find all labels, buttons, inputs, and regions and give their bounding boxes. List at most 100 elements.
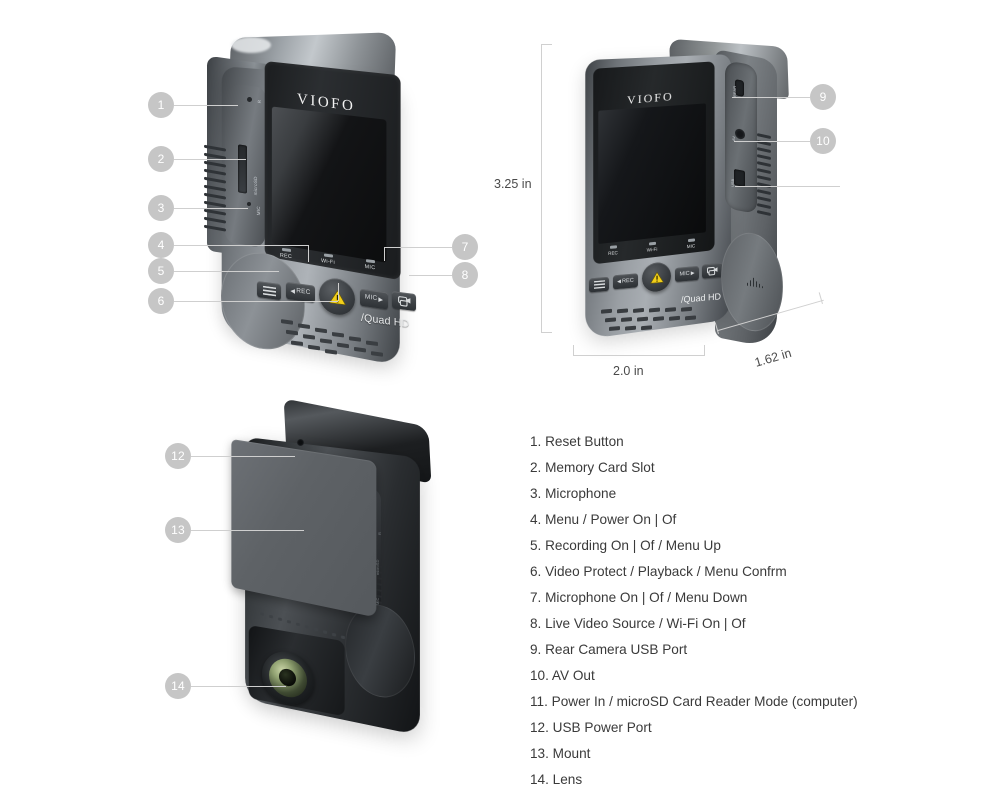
mic-label-side: MIC <box>679 270 690 278</box>
leader-line-7-drop <box>384 247 385 261</box>
led-dot-wifi-side <box>648 241 656 246</box>
legend-item: 11. Power In / microSD Card Reader Mode … <box>530 694 858 709</box>
callout-badge-12[interactable]: 12 <box>165 443 191 469</box>
leader-line-9 <box>732 97 810 98</box>
mount-highlight <box>231 37 271 53</box>
dimension-line-height <box>541 44 542 332</box>
recording-button-side[interactable]: ◀ REC <box>613 273 638 290</box>
leader-line-14 <box>191 686 286 687</box>
legend-list: 1. Reset Button 2. Memory Card Slot 3. M… <box>530 432 950 796</box>
recording-button[interactable]: ◀ REC <box>286 281 315 303</box>
callout-badge-2[interactable]: 2 <box>148 146 174 172</box>
legend-item: 3. Microphone <box>530 486 617 501</box>
dimension-tick-height-bottom <box>541 332 552 333</box>
dimension-tick-depth-right <box>818 292 823 304</box>
live-video-source-button[interactable] <box>392 291 416 312</box>
callout-badge-8[interactable]: 8 <box>452 262 478 288</box>
leader-line-7 <box>384 247 452 248</box>
legend-item: 14. Lens <box>530 772 583 787</box>
callout-badge-5[interactable]: 5 <box>148 258 174 284</box>
live-video-source-button-side[interactable] <box>702 262 723 279</box>
microphone-button[interactable]: MIC ▶ <box>360 288 388 310</box>
legend-item: 5. Recording On | Of / Menu Up <box>530 538 721 553</box>
dimension-label-width: 2.0 in <box>613 364 644 378</box>
dimension-line-width <box>573 355 705 356</box>
camera-rear-view: R microSD MIC <box>205 398 465 755</box>
video-protect-button-side[interactable] <box>642 261 671 293</box>
rec-label-side: REC <box>622 277 634 285</box>
microphone-hole <box>247 202 251 206</box>
leader-line-2 <box>174 159 246 160</box>
video-source-icon-side <box>707 266 718 275</box>
reset-label-rear: R <box>377 532 382 535</box>
lcd-screen-side <box>598 103 706 244</box>
legend-item: 2. Memory Card Slot <box>530 460 655 475</box>
led-wifi-side: Wi-Fi <box>637 241 667 254</box>
legend-item: 7. Microphone On | Of / Menu Down <box>530 590 748 605</box>
led-dot-mic <box>365 259 375 264</box>
leader-line-4 <box>174 245 308 246</box>
led-dot-mic-side <box>687 238 695 243</box>
leader-line-12 <box>191 456 295 457</box>
led-mic-side: MIC <box>676 237 706 250</box>
led-dot-rec-side <box>609 245 617 249</box>
mic-arrow-icon-side: ▶ <box>690 270 695 277</box>
legend-item: 13. Mount <box>530 746 591 761</box>
callout-badge-14[interactable]: 14 <box>165 673 191 699</box>
callout-badge-7[interactable]: 7 <box>452 234 478 260</box>
legend-item: 4. Menu / Power On | Of <box>530 512 677 527</box>
button-row-front: ◀ REC MIC ▶ <box>257 273 416 325</box>
callout-badge-13[interactable]: 13 <box>165 517 191 543</box>
callout-badge-10[interactable]: 10 <box>810 128 836 154</box>
rec-arrow-icon-side: ◀ <box>617 278 622 286</box>
leader-line-10 <box>734 141 810 142</box>
mic-label: MIC <box>364 293 378 303</box>
callout-badge-6[interactable]: 6 <box>148 288 174 314</box>
vent-grille-side <box>757 133 775 227</box>
leader-line-4-drop <box>308 245 309 262</box>
warning-triangle-icon-side <box>649 271 664 284</box>
menu-button[interactable] <box>257 280 281 301</box>
dimension-tick-height-top <box>541 44 552 45</box>
memory-card-label: microSD <box>253 175 258 196</box>
power-in-usb-port[interactable] <box>734 168 745 188</box>
camera-front-view: R microSD MIC VIOFO REC Wi-Fi MIC <box>185 32 435 366</box>
led-rec-side: REC <box>598 244 628 257</box>
led-dot-rec <box>281 247 291 252</box>
dimension-label-height: 3.25 in <box>494 177 532 191</box>
dimension-tick-width-right <box>704 345 705 356</box>
rec-label: REC <box>296 287 311 297</box>
leader-line-5 <box>174 271 279 272</box>
video-protect-button[interactable] <box>319 276 355 318</box>
legend-item: 8. Live Video Source / Wi-Fi On | Of <box>530 616 746 631</box>
legend-item: 6. Video Protect / Playback / Menu Confr… <box>530 564 787 579</box>
hamburger-menu-icon <box>262 285 276 296</box>
microphone-button-side[interactable]: MIC ▶ <box>675 265 699 282</box>
callout-badge-1[interactable]: 1 <box>148 92 174 118</box>
hamburger-menu-icon-side <box>593 280 605 289</box>
rear-port-label: REAR <box>732 85 737 97</box>
callout-badge-9[interactable]: 9 <box>810 84 836 110</box>
mic-arrow-icon: ▶ <box>378 296 384 304</box>
led-dot-wifi <box>323 253 333 258</box>
mount-screw-top <box>297 439 304 446</box>
mount-bracket[interactable] <box>231 438 377 618</box>
microphone-label: MIC <box>256 205 261 216</box>
leader-line-11 <box>735 186 840 187</box>
legend-item: 9. Rear Camera USB Port <box>530 642 688 657</box>
leader-line-6-rise <box>338 283 339 301</box>
memory-card-slot[interactable] <box>238 144 247 194</box>
reset-label: R <box>257 99 262 104</box>
legend-item: 10. AV Out <box>530 668 595 683</box>
reset-button-hole[interactable] <box>247 97 252 102</box>
rec-arrow-icon: ◀ <box>290 287 296 295</box>
leader-line-8 <box>409 275 452 276</box>
menu-button-side[interactable] <box>589 276 609 293</box>
legend-item: 12. USB Power Port <box>530 720 652 735</box>
legend-item: 1. Reset Button <box>530 434 624 449</box>
warning-triangle-icon <box>328 289 346 305</box>
callout-badge-4[interactable]: 4 <box>148 232 174 258</box>
callout-badge-3[interactable]: 3 <box>148 195 174 221</box>
camera-side-view: VIOFO REC Wi-Fi MIC <box>565 35 815 365</box>
